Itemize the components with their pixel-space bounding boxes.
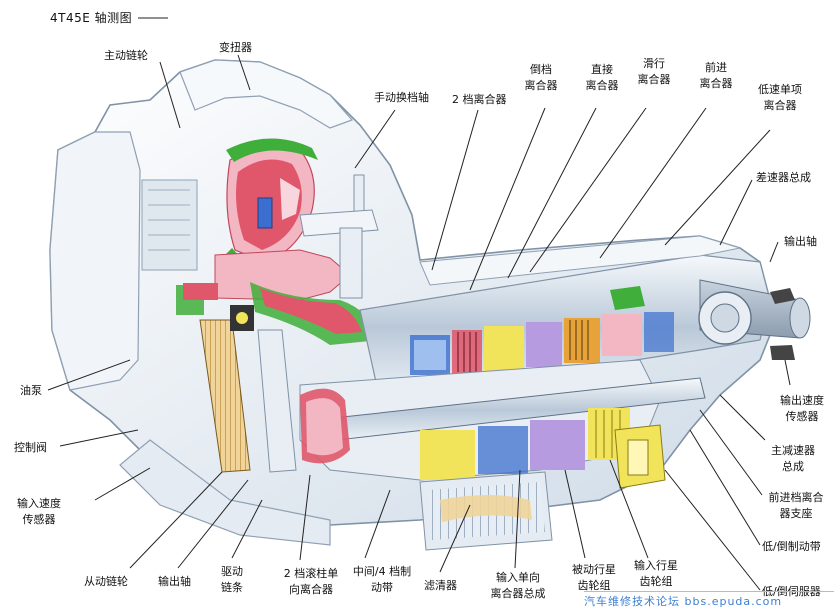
label-drive-chain: 驱动 链条 [212,564,252,596]
label-coast-clutch-line2: 离合器 [637,73,671,86]
label-drive-chain-line2: 链条 [221,581,243,594]
label-reaction-gearset: 被动行星 齿轮组 [566,562,622,594]
label-forward-support: 前进档离合 器支座 [762,490,830,522]
label-drive-chain-line1: 驱动 [221,565,243,578]
label-lo-sprag-line2: 离合器 [763,99,797,112]
lower-gearsets [299,359,706,489]
label-reverse-clutch-line2: 离合器 [524,79,558,92]
label-output-speed-sensor-line1: 输出速度 [780,394,824,407]
label-final-drive-line2: 总成 [782,460,804,473]
label-output-speed-sensor-line2: 传感器 [785,410,819,423]
manual-shaft-part [299,174,379,299]
label-lo-rev-band: 低/倒制动带 [762,540,821,553]
label-forward-support-line2: 器支座 [779,507,813,520]
label-second-roller-clutch-line2: 向离合器 [289,583,333,596]
label-direct-clutch: 直接 离合器 [580,62,624,94]
label-differential: 差速器总成 [756,171,811,184]
oil-filter [419,471,553,551]
label-final-drive: 主减速器 总成 [766,443,820,475]
label-band-2-4-line2: 动带 [371,581,393,594]
label-output-shaft-right: 输出轴 [784,235,817,248]
label-input-sprag: 输入单向 离合器总成 [480,570,556,602]
label-drive-sprocket: 主动链轮 [104,49,148,62]
label-input-sprag-line2: 离合器总成 [490,587,546,600]
title-rule [138,17,168,19]
label-band-2-4: 中间/4 档制 动带 [348,564,416,596]
label-driven-sprocket: 从动链轮 [84,575,128,588]
clutch-packs [410,286,674,375]
label-reverse-clutch-line1: 倒档 [530,63,552,76]
label-band-2-4-line1: 中间/4 档制 [352,565,412,578]
label-reaction-gearset-line1: 被动行星 [572,563,616,576]
label-input-gearset-line2: 齿轮组 [639,575,673,588]
label-direct-clutch-line2: 离合器 [585,79,619,92]
label-input-gearset-line1: 输入行星 [634,559,678,572]
label-input-speed-sensor: 输入速度 传感器 [10,496,68,528]
drive-chain-assembly [176,283,297,473]
label-second-roller-clutch: 2 档滚柱单 向离合器 [276,566,346,598]
label-reverse-clutch: 倒档 离合器 [521,62,561,94]
label-forward-clutch-line2: 离合器 [699,77,733,90]
label-forward-clutch: 前进 离合器 [694,60,738,92]
torque-converter-cutaway [214,138,380,345]
label-manual-shaft: 手动换档轴 [374,91,429,104]
label-second-roller-clutch-line1: 2 档滚柱单 [283,567,339,580]
label-torque-converter: 变扭器 [219,41,252,54]
watermark-link[interactable]: 汽车维修技术论坛 bbs.epuda.com [584,591,834,612]
diagram-title: 4T45E 轴测图 [50,11,133,25]
label-input-gearset: 输入行星 齿轮组 [628,558,684,590]
label-input-sprag-line1: 输入单向 [496,571,540,584]
label-input-speed-sensor-line1: 输入速度 [17,497,61,510]
label-oil-pump: 油泵 [20,384,42,397]
label-final-drive-line1: 主减速器 [771,444,815,457]
label-reaction-gearset-line2: 齿轮组 [577,579,611,592]
label-second-clutch: 2 档离合器 [452,93,507,106]
label-output-shaft-bottom: 输出轴 [158,575,191,588]
label-direct-clutch-line1: 直接 [591,63,613,76]
label-output-speed-sensor: 输出速度 传感器 [772,393,832,425]
leader-lines [47,54,791,591]
label-coast-clutch-line1: 滑行 [643,57,665,70]
label-forward-support-line1: 前进档离合 [768,491,824,504]
label-control-valve: 控制阀 [14,441,47,454]
label-lo-sprag-line1: 低速单项 [758,83,802,96]
label-input-speed-sensor-line2: 传感器 [22,513,56,526]
label-filter: 滤清器 [424,579,457,592]
label-forward-clutch-line1: 前进 [705,61,727,74]
label-lo-sprag: 低速单项 离合器 [748,82,812,114]
label-coast-clutch: 滑行 离合器 [632,56,676,88]
